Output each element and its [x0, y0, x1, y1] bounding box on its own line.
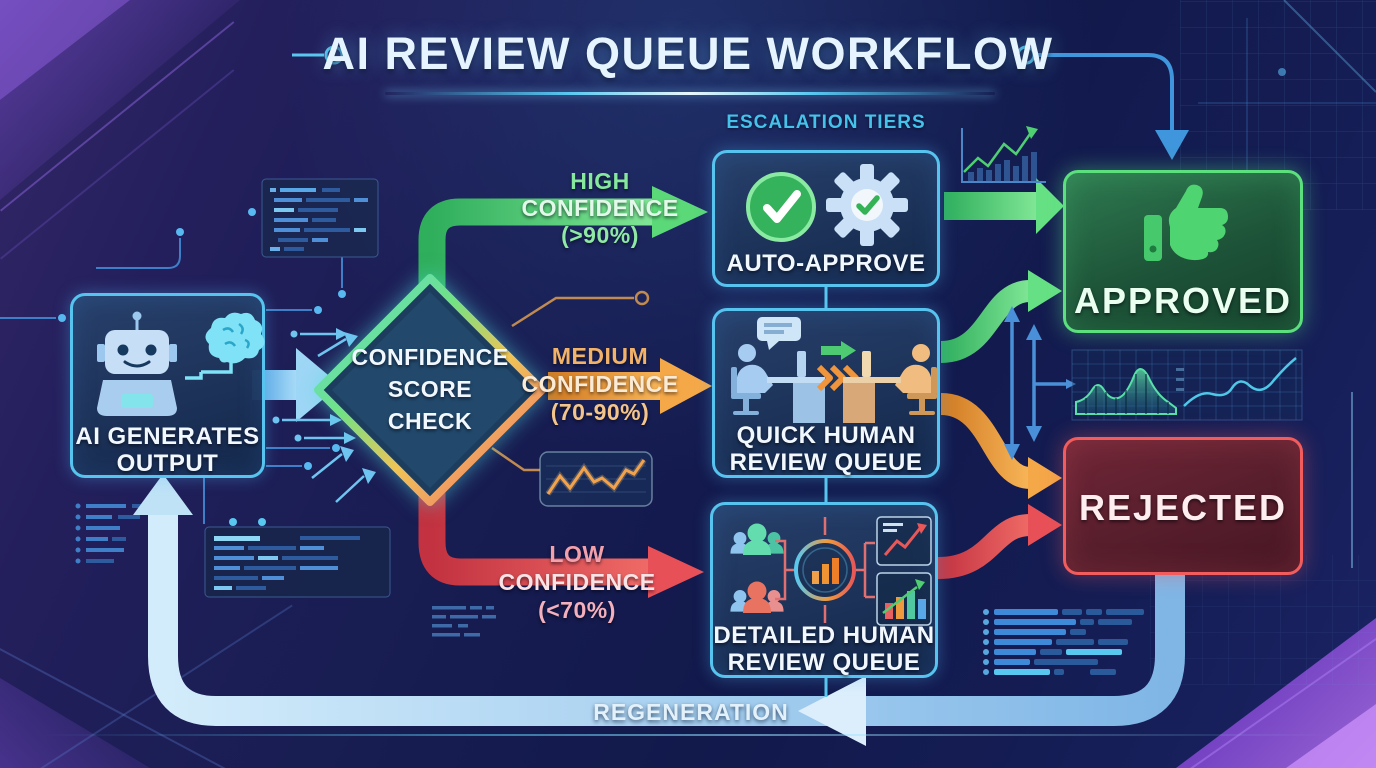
node-auto-approve: AUTO-APPROVE: [712, 150, 940, 287]
medium-label-line1: MEDIUM: [551, 343, 649, 369]
robot-icon: [97, 311, 177, 416]
ai-output-label-line2: OUTPUT: [116, 449, 219, 477]
high-label-line1: HIGH: [570, 168, 630, 194]
reviewer-blue-icon: [731, 317, 825, 423]
check-circle-icon: [746, 172, 816, 242]
medium-confidence-label: MEDIUM CONFIDENCE (70-90%): [496, 342, 704, 426]
gauge-chart-icon: [794, 539, 856, 601]
detailed-to-rejected-arrow: [937, 504, 1062, 579]
thumbs-up-icon: [1144, 184, 1228, 261]
low-confidence-label: LOW CONFIDENCE (<70%): [468, 540, 686, 624]
bar-chart-icon: [876, 572, 932, 626]
high-confidence-label: HIGH CONFIDENCE (>90%): [492, 168, 708, 249]
check-label-line1: CONFIDENCE: [351, 344, 509, 370]
handoff-arrow-icon: [821, 341, 856, 360]
quick-review-label-line2: REVIEW QUEUE: [729, 448, 923, 476]
node-approved: APPROVED: [1063, 170, 1303, 333]
corner-decor-bottom-left: [0, 678, 150, 768]
team-group-icon: [730, 523, 784, 555]
low-label-line1: LOW: [549, 541, 605, 567]
gear-check-icon: [826, 164, 908, 246]
growth-chart-icon: [961, 126, 1046, 183]
regeneration-label: REGENERATION: [593, 699, 789, 725]
robot-brain-icon: [97, 311, 265, 416]
code-panel-icon: [261, 178, 379, 258]
corner-decor-bottom-right-2: [1286, 704, 1376, 768]
approved-label: APPROVED: [1073, 280, 1293, 321]
corner-decor-bottom-right: [1176, 618, 1376, 768]
area-chart-icon: [1071, 349, 1303, 421]
escalation-tiers-heading: ESCALATION TIERS: [726, 112, 926, 133]
approve-to-approved-arrow: [944, 178, 1064, 234]
sparkline-chart-icon: [539, 451, 653, 507]
quick-to-rejected-arrow: [939, 393, 1062, 499]
quick-review-label-line1: QUICK HUMAN: [736, 422, 916, 449]
code-panel-icon: [204, 518, 391, 598]
page-title: AI REVIEW QUEUE WORKFLOW: [322, 28, 1054, 79]
high-label-line2: CONFIDENCE: [521, 195, 679, 221]
trend-chart-icon: [876, 516, 932, 566]
diagonal-line: [1190, 618, 1376, 768]
medium-label-line2: CONFIDENCE: [521, 371, 679, 397]
node-rejected: REJECTED: [1063, 437, 1303, 575]
auto-approve-label: AUTO-APPROVE: [726, 250, 926, 277]
bottom-accent-line: [40, 734, 1336, 736]
auto-approve-icons: [746, 164, 908, 246]
diagonal-line: [40, 604, 293, 768]
low-label-line2: CONFIDENCE: [498, 569, 656, 595]
node-quick-human-review: QUICK HUMAN REVIEW QUEUE: [712, 308, 940, 478]
detailed-review-label-line2: REVIEW QUEUE: [727, 648, 921, 676]
check-label-line3: CHECK: [387, 408, 473, 434]
high-label-line3: (>90%): [561, 222, 639, 248]
ai-output-label-line1: AI GENERATES: [75, 423, 260, 450]
diagonal-line: [0, 69, 235, 260]
node-confidence-score-check: CONFIDENCE SCORE CHECK: [340, 341, 520, 437]
medium-label-line3: (70-90%): [550, 399, 650, 425]
detailed-review-icons: [730, 516, 932, 626]
code-lines-icon: [75, 503, 142, 564]
low-label-line3: (<70%): [538, 597, 616, 623]
brain-icon: [185, 312, 265, 380]
double-arrow-vertical: [1004, 306, 1076, 460]
code-block-icon: [983, 609, 1144, 675]
quick-review-icons: [731, 317, 937, 423]
title-underline: [385, 92, 995, 95]
rejected-label: REJECTED: [1078, 487, 1288, 528]
check-label-line2: SCORE: [387, 376, 473, 402]
detailed-review-label-line1: DETAILED HUMAN: [713, 622, 935, 649]
quick-to-approved-arrow: [940, 270, 1062, 363]
reviewer-orange-icon: [843, 344, 937, 423]
node-ai-generates-output: AI GENERATES OUTPUT: [70, 293, 265, 478]
diagonal-line: [0, 648, 248, 768]
team-group-icon-red: [730, 581, 784, 613]
node-detailed-human-review: DETAILED HUMAN REVIEW QUEUE: [710, 502, 938, 678]
